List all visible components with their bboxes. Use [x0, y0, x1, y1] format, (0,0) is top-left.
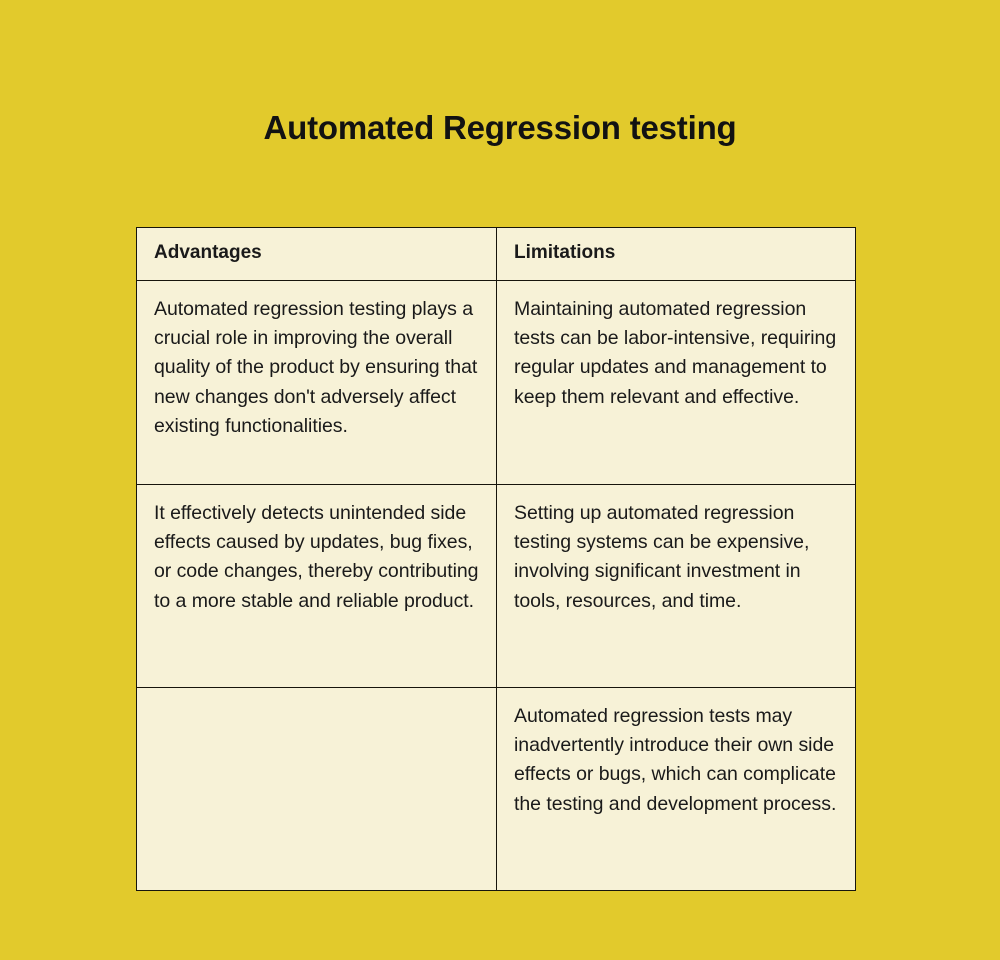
cell-limitations-1: Maintaining automated regression tests c…	[496, 280, 856, 485]
table-header-row: Advantages Limitations	[136, 227, 856, 281]
cell-limitations-2: Setting up automated regression testing …	[496, 484, 856, 688]
comparison-table-container: Advantages Limitations Automated regress…	[136, 227, 856, 891]
cell-advantages-1: Automated regression testing plays a cru…	[136, 280, 497, 485]
table-row: It effectively detects unintended side e…	[136, 484, 856, 688]
table-row: Automated regression testing plays a cru…	[136, 280, 856, 485]
comparison-table: Advantages Limitations Automated regress…	[136, 227, 856, 891]
table-row: Automated regression tests may inadverte…	[136, 687, 856, 891]
page-title: Automated Regression testing	[263, 109, 737, 147]
column-header-limitations: Limitations	[496, 227, 856, 281]
table-body: Automated regression testing plays a cru…	[136, 280, 856, 891]
table-header: Advantages Limitations	[136, 227, 856, 281]
column-header-advantages: Advantages	[136, 227, 497, 281]
cell-limitations-3: Automated regression tests may inadverte…	[496, 687, 856, 891]
cell-advantages-3-empty	[136, 687, 497, 891]
cell-advantages-2: It effectively detects unintended side e…	[136, 484, 497, 688]
